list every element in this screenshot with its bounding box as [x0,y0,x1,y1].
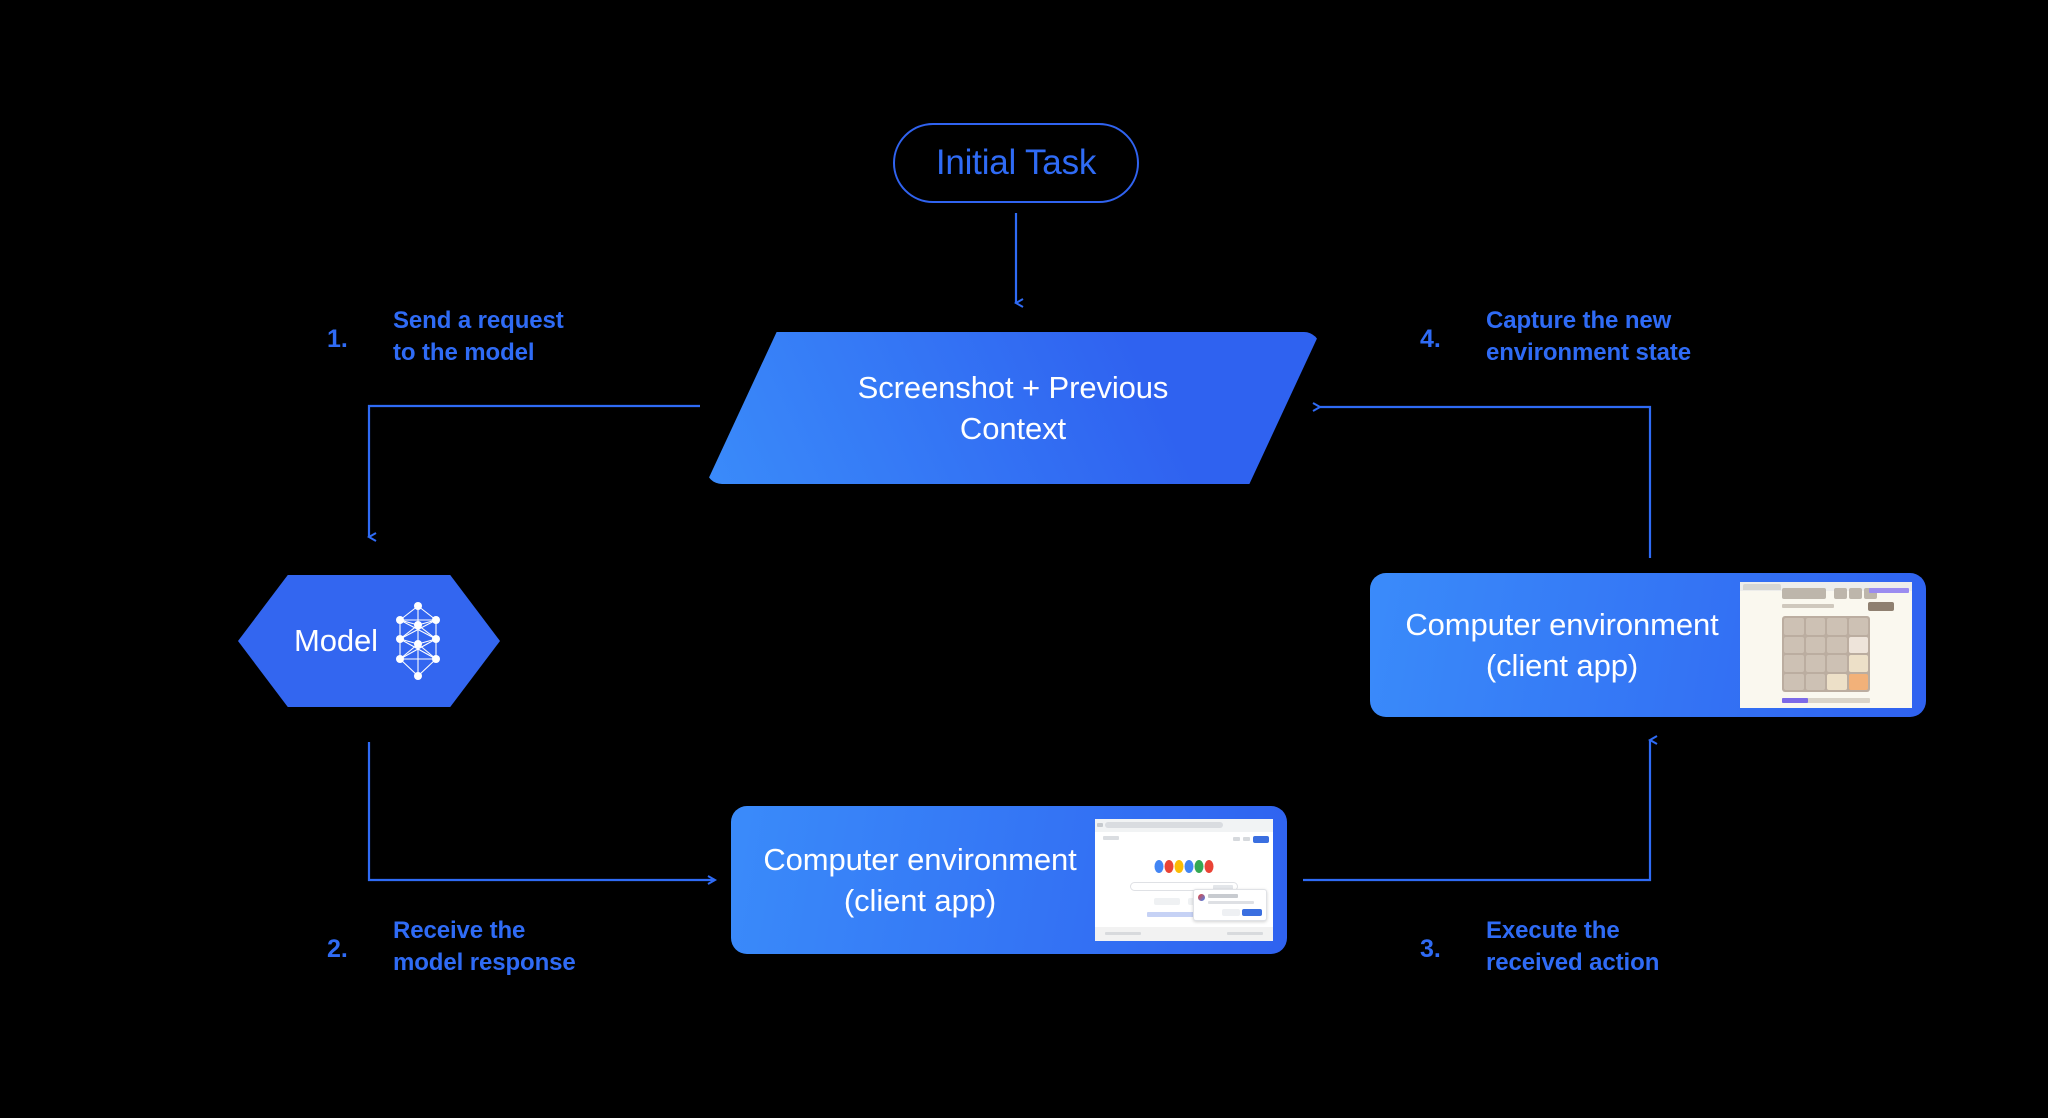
model-node[interactable]: Model [238,575,500,707]
context-label-line1: Screenshot + Previous [857,369,1169,405]
tile-4 [1827,673,1847,690]
logo-letter-g2 [1184,860,1194,873]
env-right-label-line1: Computer environment [1405,606,1719,642]
page-body [1095,832,1273,941]
step-4: 4. Capture the new environment state [1420,305,1691,369]
tile [1805,636,1825,653]
tile-8 [1848,673,1868,690]
logo-letter-g [1154,860,1164,873]
context-label: Screenshot + Previous Context [706,332,1320,484]
thumbnail-2048-game [1740,582,1912,708]
step-3-text: Execute the received action [1486,917,1660,976]
tile [1805,655,1825,672]
new-game-button [1868,602,1894,611]
dialog-title [1208,894,1238,898]
browser-tab [1743,583,1781,590]
browser-chrome-bar [1740,582,1912,591]
logo-letter-e [1204,860,1214,873]
step-4-text: Capture the new environment state [1486,307,1692,366]
dialog-secondary-button [1222,909,1240,916]
model-content: Model [238,575,500,707]
env-bottom-label-line2: (client app) [843,883,997,918]
arrow-env-right-to-context [1312,402,1652,558]
env-bottom-node[interactable]: Computer environment (client app) [731,806,1287,954]
env-right-label: Computer environment (client app) [1370,604,1740,686]
site-title-block [1782,588,1826,599]
step-1-text: Send a request to the model [393,307,564,366]
images-link [1243,837,1250,841]
about-store-links [1103,836,1119,840]
tile [1848,618,1868,635]
step-3: 3. Execute the received action [1420,915,1659,979]
thumbnail-google-search [1095,819,1273,941]
dialog-body [1208,901,1254,904]
step-1-number: 1. [327,325,348,353]
arrow-env-bottom-to-env-right [1303,735,1658,882]
search-input [1130,882,1238,891]
search-input-icons [1213,885,1233,890]
sign-in-button [1253,835,1269,843]
footer-text-block [1782,698,1870,703]
context-shape [706,332,1320,484]
google-search-button [1154,898,1180,905]
game-grid [1782,616,1870,692]
step-4-number: 4. [1420,325,1441,353]
logo-letter-o1 [1164,860,1174,873]
model-shape [238,575,500,707]
page-footer [1095,927,1273,941]
context-node[interactable]: Screenshot + Previous Context [706,332,1320,484]
subtitle-text-block [1782,604,1834,608]
step-1: 1. Send a request to the model [327,305,564,369]
google-logo [1154,860,1214,873]
tile [1784,636,1804,653]
step-2: 2. Receive the model response [327,915,576,979]
footer-links-right [1227,932,1263,935]
dialog-icon [1198,894,1205,901]
env-bottom-label-line1: Computer environment [763,841,1077,877]
footer-link [1782,698,1808,703]
nav-buttons [1097,823,1103,827]
arrow-context-to-model [366,404,700,542]
arrow-model-to-env-bottom [367,742,718,885]
initial-task-label: Initial Task [935,143,1097,182]
initial-task-node[interactable]: Initial Task [893,123,1139,203]
logo-letter-l [1194,860,1204,873]
model-label: Model [294,623,378,658]
step-3-number: 3. [1420,935,1441,963]
tile [1827,636,1847,653]
footer-links-left [1105,932,1141,935]
tile [1784,673,1804,690]
header-links [1869,588,1909,593]
tile-4 [1848,655,1868,672]
env-right-label-line2: (client app) [1485,648,1639,683]
tile [1805,618,1825,635]
dialog-primary-button [1242,909,1262,916]
account-bar [1231,835,1269,843]
tile [1827,618,1847,635]
score-box-3 [1864,588,1877,599]
context-label-line2: Context [959,411,1067,446]
tile [1805,673,1825,690]
address-bar [1105,822,1223,828]
neural-network-icon [395,602,440,680]
tile [1784,655,1804,672]
sign-in-dialog [1193,889,1267,921]
score-box-2 [1849,588,1862,599]
tile [1784,618,1804,635]
score-box-1 [1834,588,1847,599]
logo-letter-o2 [1174,860,1184,873]
step-2-text: Receive the model response [393,917,576,976]
env-bottom-label: Computer environment (client app) [731,839,1095,921]
tile-2 [1848,636,1868,653]
step-2-number: 2. [327,935,348,963]
promo-link [1147,912,1221,917]
gmail-link [1233,837,1240,841]
tile [1827,655,1847,672]
env-right-node[interactable]: Computer environment (client app) [1370,573,1926,717]
